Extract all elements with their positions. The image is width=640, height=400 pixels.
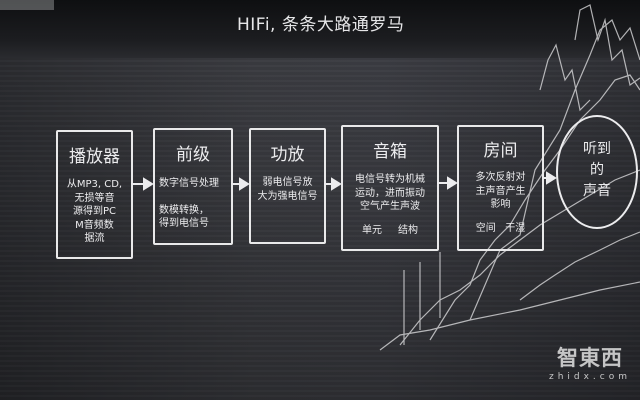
stage-preamp: 前级 数字信号处理 数模转换， 得到电信号 [153, 128, 233, 245]
stage-room-head: 房间 [483, 141, 518, 161]
waveform-line [519, 231, 640, 301]
desc-line: 得到电信号 [159, 218, 209, 229]
stage-preamp-head: 前级 [176, 145, 210, 165]
arrow-2-head [239, 177, 250, 191]
arrow-1-head [143, 177, 154, 191]
stage-player-desc: 从MP3, CD, 无损等音 源得到PC M音频数 据流 [60, 178, 129, 246]
desc-line: 无损等音 [74, 192, 115, 204]
stage-preamp-desc: 数字信号处理 数模转换， 得到电信号 [157, 177, 231, 231]
waveform-line [539, 43, 591, 112]
desc-line: 电信号转为机械 [355, 174, 425, 185]
stage-player: 播放器 从MP3, CD, 无损等音 源得到PC M音频数 据流 [56, 130, 133, 259]
desc-line: M音频数 [75, 219, 114, 231]
stage-room: 房间 多次反射对 主声音产生 影响 空间 干湿 [457, 125, 544, 251]
desc-line: 单元 结构 [362, 224, 418, 236]
stage-speaker-head: 音箱 [373, 142, 407, 162]
stage-amplifier: 功放 弱电信号放 大为强电信号 [249, 128, 326, 244]
stage-amplifier-desc: 弱电信号放 大为强电信号 [253, 176, 322, 203]
desc-line: 主声音产生 [475, 185, 526, 197]
waveform-line [574, 4, 640, 87]
watermark-cn: 智東西 [557, 346, 623, 370]
waveform-line [379, 281, 640, 351]
result-line: 的 [590, 162, 604, 178]
desc-line: 空气产生声波 [360, 201, 420, 212]
arrow-5-head [546, 171, 557, 185]
desc-line: 从MP3, CD, [66, 179, 123, 190]
desc-line: 多次反射对 [475, 172, 526, 183]
waveform-line [469, 19, 640, 321]
slide-title: HIFi, 条条大路通罗马 [237, 15, 405, 35]
desc-line: 源得到PC [72, 206, 116, 217]
desc-line: 运动，进而振动 [355, 187, 425, 199]
desc-line: 数字信号处理 [159, 178, 219, 189]
desc-line: 数模转换， [159, 204, 209, 216]
desc-line: 弱电信号放 [262, 177, 313, 188]
stage-amplifier-head: 功放 [270, 145, 305, 165]
stage-room-desc: 多次反射对 主声音产生 影响 空间 干湿 [461, 171, 540, 235]
stage-player-head: 播放器 [69, 147, 120, 167]
desc-line: 大为强电信号 [257, 190, 318, 202]
result-line: 听到 [583, 141, 611, 157]
desc-line: 据流 [84, 233, 105, 244]
stage-speaker: 音箱 电信号转为机械 运动，进而振动 空气产生声波 单元 结构 [341, 125, 439, 251]
watermark-logo: 智東西 zhidx.com [544, 345, 636, 395]
result-line: 声音 [583, 183, 611, 199]
watermark-en: zhidx.com [548, 372, 632, 382]
desc-line: 影响 [490, 199, 511, 210]
desc-line: 空间 干湿 [475, 222, 526, 234]
stage-speaker-desc: 电信号转为机械 运动，进而振动 空气产生声波 单元 结构 [345, 173, 435, 237]
arrow-4-head [447, 176, 458, 190]
result-heard-sound: 听到 的 声音 [556, 115, 638, 229]
arrow-3-head [331, 177, 342, 191]
top-wall-edge [0, 0, 640, 58]
logo-mark [0, 0, 54, 10]
